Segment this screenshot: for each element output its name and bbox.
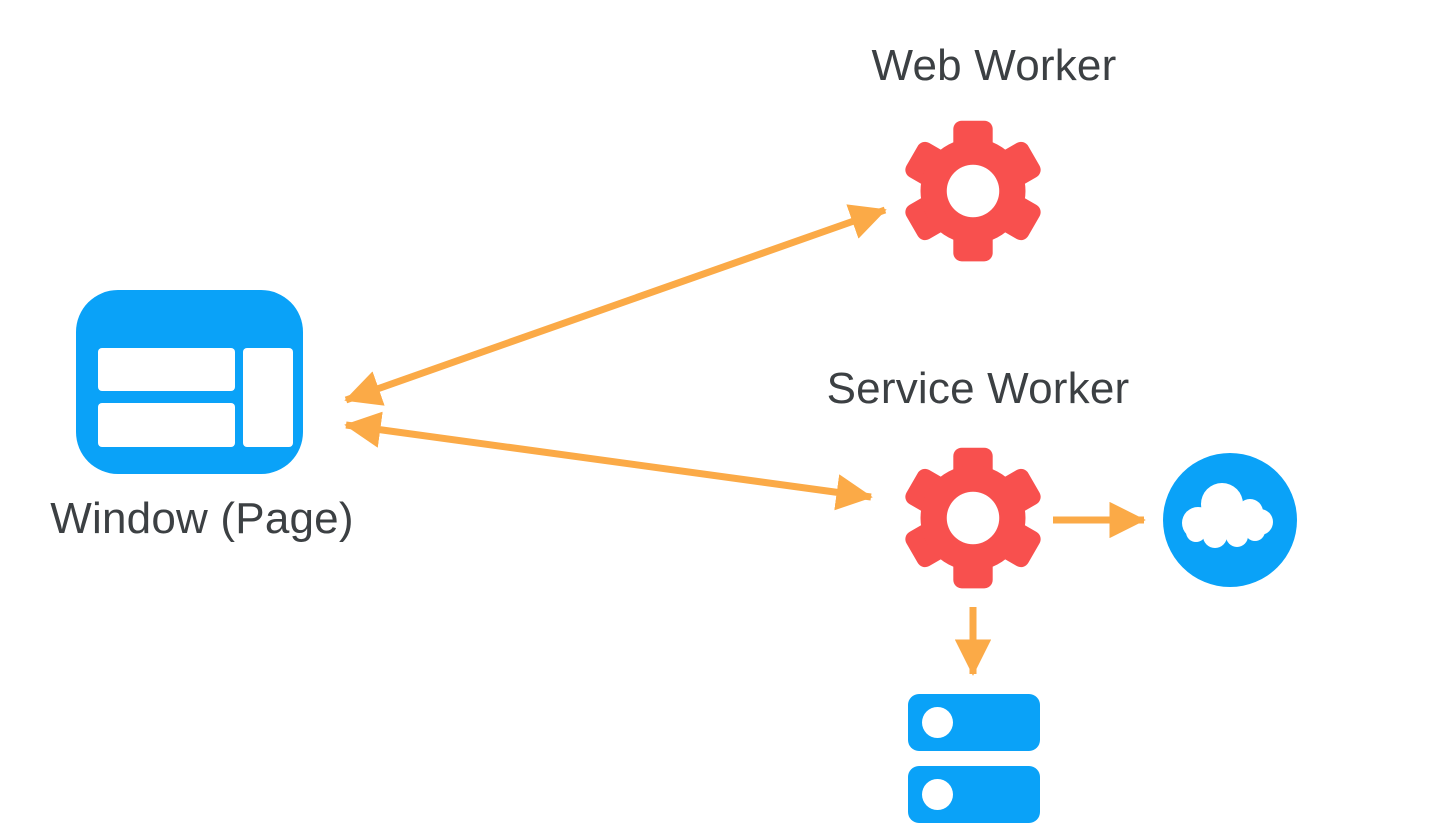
window-serviceworker-arrow (344, 411, 873, 511)
storage-disk-dot (922, 779, 953, 810)
window-page-label: Window (Page) (50, 494, 354, 543)
browser-window-icon (76, 290, 303, 474)
web-worker-gear-icon (905, 120, 1041, 262)
window-content-bar-bottom (98, 403, 235, 447)
window-sidebar-bar (243, 348, 293, 447)
cloud-icon (1163, 453, 1297, 587)
storage-disk-dot (922, 707, 953, 738)
storage-disk-bottom-icon (908, 766, 1040, 823)
service-worker-gear-icon (905, 447, 1041, 589)
window-content-bar-top (98, 348, 235, 391)
service-worker-label: Service Worker (826, 364, 1130, 413)
window-webworker-arrow (344, 204, 887, 406)
storage-disk-top-icon (908, 694, 1040, 751)
web-worker-label: Web Worker (871, 41, 1117, 90)
